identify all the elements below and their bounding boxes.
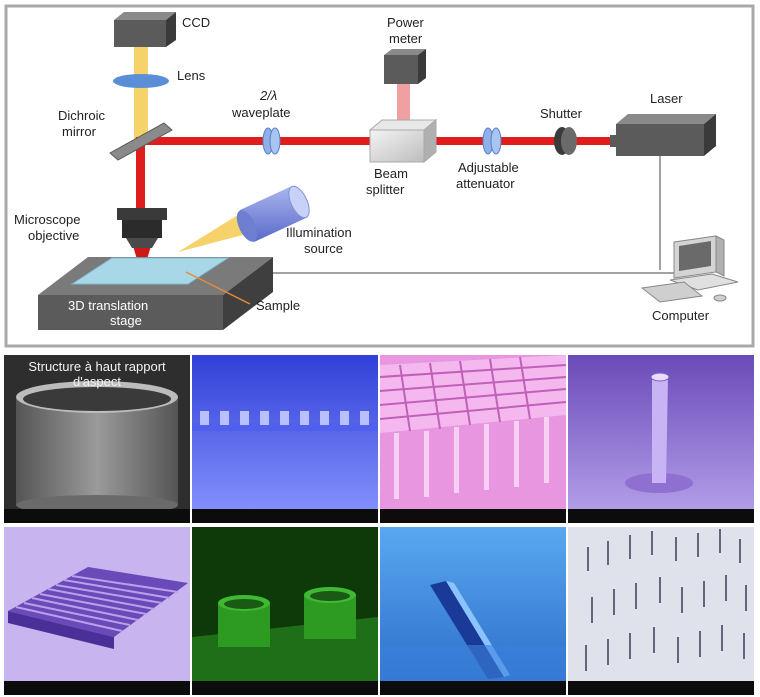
sem-image-cylinder: Structure à haut rapport d'aspect [4,355,190,523]
illumination-label-1: Illumination [286,225,352,240]
attenuator-label-2: attenuator [456,176,515,191]
beam-splitter [368,118,438,164]
lens-label: Lens [177,68,206,83]
waveplate-label-2: waveplate [231,105,291,120]
laser [610,114,716,156]
ccd-label: CCD [182,15,210,30]
sem-image-pillar-row [192,355,378,523]
sem-image-tube [568,355,754,523]
shutter-label: Shutter [540,106,583,121]
laser-beam-vertical [136,137,145,247]
waveplate [262,127,281,155]
lens [113,74,169,88]
beam-splitter-label-1: Beam [374,166,408,181]
sem-image-grid-walls [380,355,566,523]
computer-label: Computer [652,308,710,323]
illumination-label-2: source [304,241,343,256]
gallery-caption-line-2: d'aspect [72,374,121,389]
sem-image-line-array [4,527,190,695]
attenuator-label-1: Adjustable [458,160,519,175]
ccd-camera [114,12,176,47]
dichroic-label-2: mirror [62,124,97,139]
shutter [554,127,577,155]
sem-image-needle-array [568,527,754,695]
objective-label-1: Microscope [14,212,80,227]
dichroic-label-1: Dichroic [58,108,105,123]
power-meter-label-1: Power [387,15,425,30]
laser-label: Laser [650,91,683,106]
waveplate-label-1: 2/λ [259,88,277,103]
microscope-objective [117,208,167,248]
objective-label-2: objective [28,228,79,243]
power-meter-label-2: meter [389,31,423,46]
stage-label-1: 3D translation [68,298,148,313]
sem-image-gallery: Structure à haut rapport d'aspect [4,355,756,695]
imaging-beam [134,46,148,142]
sample-pointer [185,271,251,305]
experimental-setup-diagram: CCD Lens Dichroic mirror 2/λ waveplate P… [4,4,755,348]
sem-image-slanted-wall [380,527,566,695]
stage-label-2: stage [110,313,142,328]
illumination-source [236,185,310,242]
adjustable-attenuator [482,127,502,155]
sample-label: Sample [256,298,300,313]
sem-image-cylinders [192,527,378,695]
computer [640,235,739,303]
beam-splitter-label-2: splitter [366,182,405,197]
dichroic-mirror [109,122,173,161]
gallery-caption-line-1: Structure à haut rapport [28,359,166,374]
illumination-cone [178,210,254,252]
power-meter [384,49,426,84]
power-meter-beam [397,84,410,122]
sample [70,257,230,285]
gallery-caption: Structure à haut rapport d'aspect [4,359,190,389]
